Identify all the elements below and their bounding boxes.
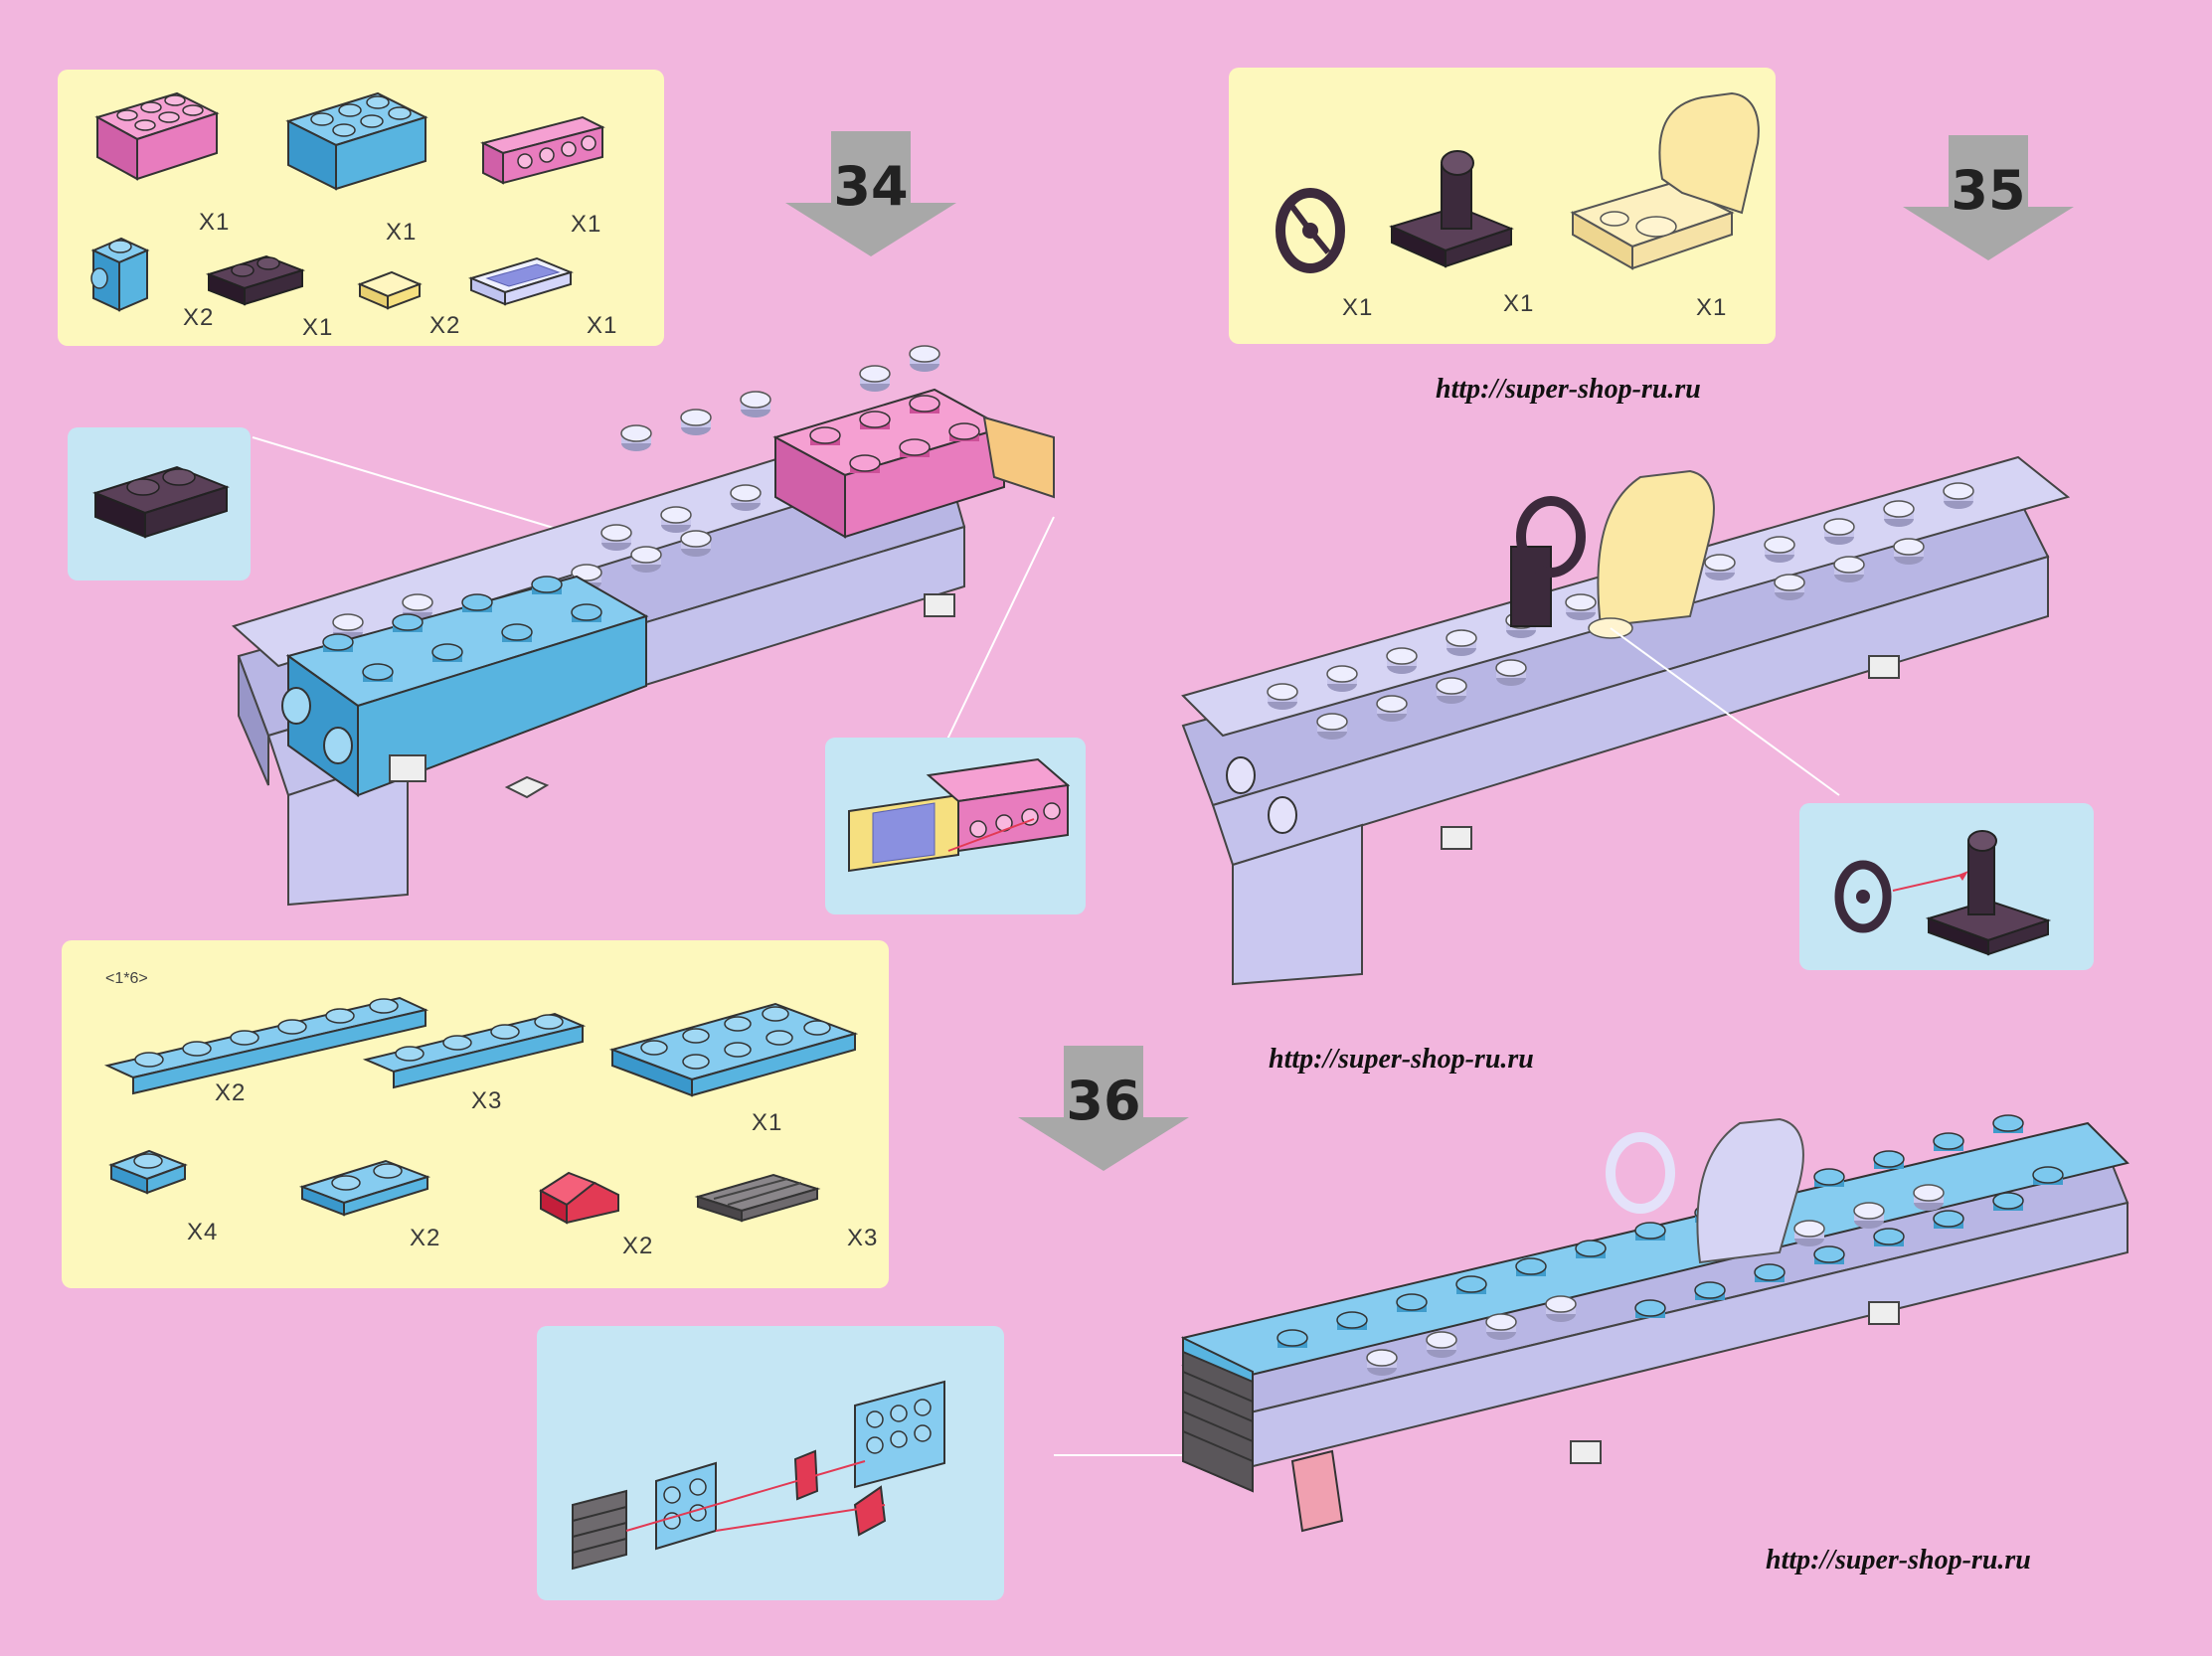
pink-bracket-icon (480, 115, 605, 185)
qty-steering-wheel: X1 (1342, 294, 1374, 321)
callout-dark-plate (68, 427, 251, 580)
parts-panel-step-34: X1 X1 X1 X2 X1 X2 (58, 70, 664, 346)
qty-pink-2x3: X1 (199, 209, 231, 236)
qty-blue-1x1-side: X2 (183, 304, 215, 331)
qty-yellow-tile: X2 (429, 312, 461, 339)
qty-plate-2x4: X1 (752, 1109, 783, 1136)
callout-steering-assembly (1799, 803, 2094, 970)
step-35-number: 35 (1951, 159, 2026, 222)
parts-panel-step-35: X1 X1 X1 (1229, 68, 1776, 344)
qty-pink-bracket: X1 (571, 211, 602, 238)
steering-assembly-icon (1834, 830, 2052, 956)
qty-wheel-holder: X1 (1503, 290, 1535, 317)
qty-clear-tile: X1 (587, 312, 618, 339)
blue-1x1-plate-icon (108, 1149, 188, 1195)
front-assembly-icon (572, 1380, 945, 1571)
steering-wheel-icon (1276, 188, 1345, 273)
step-36-arrow: 36 (1018, 1046, 1189, 1175)
step-34-chassis-model (232, 345, 1055, 907)
blue-2x3-brick-icon (285, 91, 428, 191)
blue-1x1-side-stud-icon (90, 237, 150, 312)
qty-plate-1x1: X4 (187, 1219, 219, 1245)
step-36-chassis-model (1054, 1114, 2129, 1533)
qty-grille: X3 (847, 1225, 879, 1251)
seat-icon (1570, 91, 1760, 270)
qty-seat: X1 (1696, 294, 1728, 321)
step-35-chassis-model (1181, 455, 2071, 986)
qty-red-slope: X2 (622, 1233, 654, 1259)
blue-1x4-plate-icon (362, 1012, 587, 1089)
wheel-holder-icon (1389, 150, 1514, 268)
size-note-1x6: <1*6> (105, 970, 148, 987)
qty-plate-1x6: X2 (215, 1079, 247, 1106)
grey-grille-icon (694, 1173, 821, 1223)
qty-plate-1x4: X3 (471, 1087, 503, 1114)
qty-plate-1x2: X2 (410, 1225, 441, 1251)
step-34-number: 34 (833, 155, 909, 218)
callout-front-assembly (537, 1326, 1004, 1600)
step-34-arrow: 34 (785, 131, 956, 260)
yellow-tile-icon (357, 270, 423, 310)
blue-2x4-plate-icon (608, 1002, 859, 1097)
qty-dark-1x2: X1 (302, 314, 334, 341)
watermark-url-bottom: http://super-shop-ru.ru (1766, 1545, 2031, 1575)
bracket-assembly-icon (848, 757, 1071, 873)
parts-panel-step-36: <1*6> X2 X3 X1 X4 (62, 940, 889, 1288)
clear-tile-icon (468, 256, 574, 306)
red-slope-icon (539, 1171, 619, 1225)
step-35-arrow: 35 (1903, 135, 2074, 264)
watermark-url-middle: http://super-shop-ru.ru (1269, 1044, 1534, 1075)
watermark-url-top: http://super-shop-ru.ru (1436, 374, 1701, 405)
blue-1x6-plate-icon (103, 996, 429, 1095)
dark-1x2-plate-icon (205, 254, 306, 306)
pink-2x3-brick-icon (94, 91, 220, 181)
blue-1x2-plate-icon (298, 1159, 431, 1217)
dark-1x2-plate-icon (92, 465, 230, 539)
step-36-number: 36 (1066, 1070, 1141, 1132)
callout-bracket-assembly (825, 738, 1086, 914)
qty-blue-2x3: X1 (386, 219, 418, 246)
